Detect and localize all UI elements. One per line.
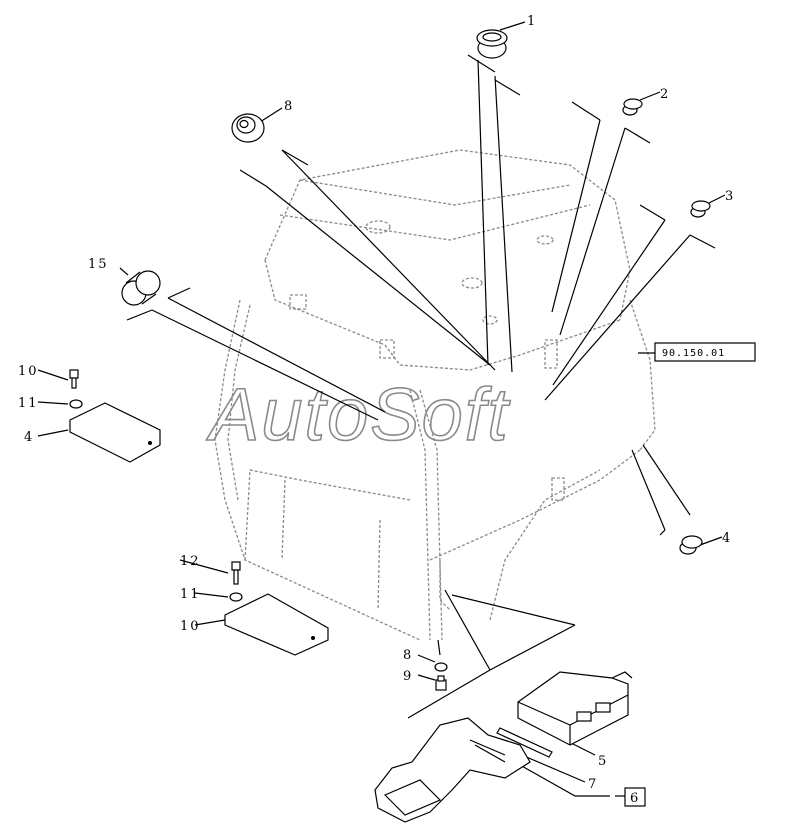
callout-8-top: 8 xyxy=(284,99,294,114)
callout-15: 15 xyxy=(88,257,109,272)
callout-10-upper: 10 xyxy=(18,364,39,379)
group-box-label: 6 xyxy=(630,791,640,806)
part-10-cover-plate xyxy=(224,593,329,656)
reference-box-label: 90.150.01 xyxy=(662,348,725,359)
leader-lines xyxy=(37,21,726,797)
part-6-air-duct xyxy=(374,717,531,823)
part-11-washer xyxy=(69,399,83,409)
part-1-grommet xyxy=(476,29,508,59)
part-5-air-duct xyxy=(517,671,633,746)
callout-9: 9 xyxy=(403,669,413,684)
part-4-cover-plate xyxy=(69,402,161,463)
parts xyxy=(69,29,711,823)
callout-8-bottom: 8 xyxy=(403,648,413,663)
part-7-rod xyxy=(496,727,553,758)
part-8-washer xyxy=(434,662,448,672)
callout-12: 12 xyxy=(180,554,201,569)
part-3-plug xyxy=(690,200,711,218)
callout-1: 1 xyxy=(527,14,537,29)
callout-5: 5 xyxy=(598,754,608,769)
part-12-bolt xyxy=(231,561,241,585)
part-11-washer-lower xyxy=(229,592,243,602)
callout-3: 3 xyxy=(725,189,735,204)
group-box: 6 xyxy=(624,787,646,807)
watermark-text: AutoSoft xyxy=(206,373,511,456)
part-15-bushing xyxy=(121,270,161,306)
part-2-plug xyxy=(622,98,643,116)
callout-11-upper: 11 xyxy=(18,396,39,411)
part-8-grommet xyxy=(231,113,265,143)
callout-2: 2 xyxy=(660,87,670,102)
part-9-bolt xyxy=(435,675,447,691)
callout-11-lower: 11 xyxy=(180,587,201,602)
callout-10-lower: 10 xyxy=(180,619,201,634)
reference-box: 90.150.01 xyxy=(654,342,756,362)
callout-7: 7 xyxy=(588,777,598,792)
cab-outline xyxy=(214,149,656,641)
part-10-bolt xyxy=(69,369,79,389)
callout-4-right: 4 xyxy=(722,531,732,546)
callouts: 1 2 3 4 4 5 7 8 8 9 10 11 11 10 12 15 xyxy=(18,14,735,792)
part-4-plug xyxy=(679,535,703,555)
callout-4-left: 4 xyxy=(24,430,34,445)
